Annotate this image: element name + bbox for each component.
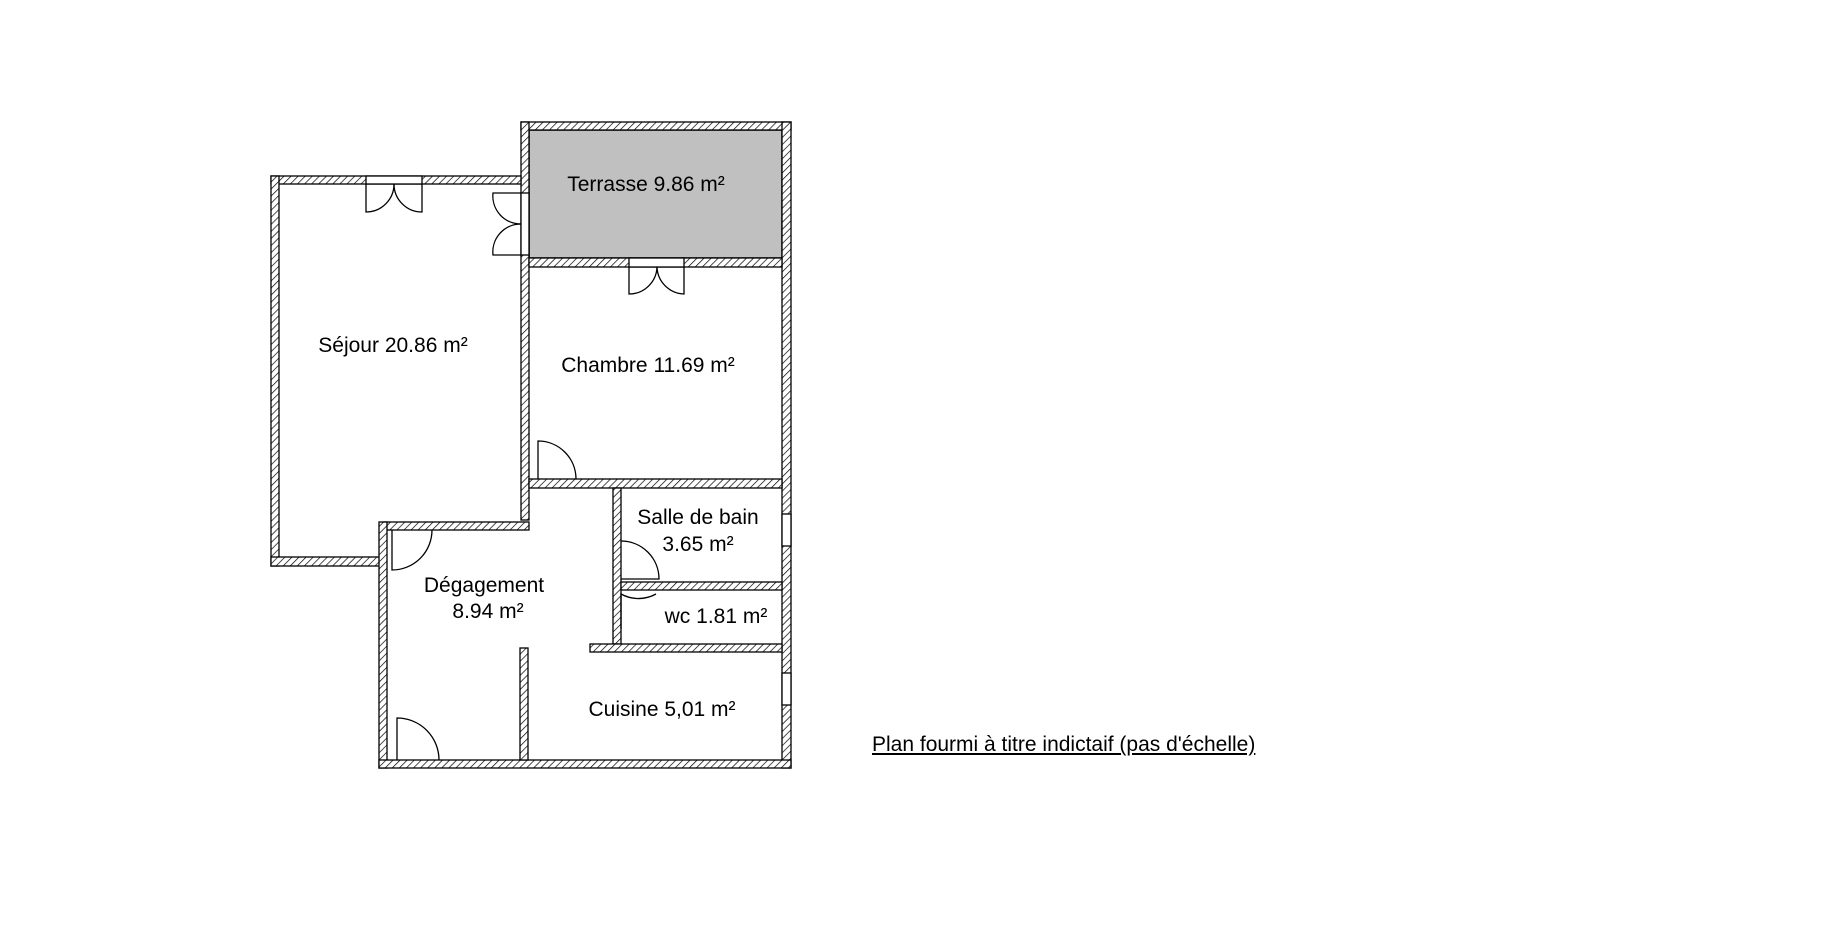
window: [520, 192, 530, 256]
room-label-degagement: Dégagement: [424, 574, 544, 597]
wall: [520, 121, 792, 131]
plan-caption: Plan fourmi à titre indictaif (pas d'éch…: [872, 733, 1256, 756]
wall: [378, 521, 388, 769]
windows: [365, 175, 792, 706]
door-swing: [620, 592, 657, 629]
wall: [612, 487, 622, 645]
wall: [519, 647, 529, 761]
door-swing: [537, 440, 577, 480]
room-label-wc: wc 1.81 m²: [664, 605, 768, 628]
room-label-sejour: Séjour 20.86 m²: [318, 334, 467, 357]
doors: [365, 183, 685, 761]
door-swing: [628, 266, 658, 295]
wall: [520, 121, 530, 521]
room-area-degagement: 8.94 m²: [452, 600, 523, 623]
window: [628, 257, 685, 268]
door-swing: [365, 183, 395, 213]
window: [365, 175, 423, 185]
wall: [781, 121, 792, 769]
room-label-terrasse: Terrasse 9.86 m²: [567, 173, 725, 196]
door-swing: [620, 540, 660, 580]
door-swing: [393, 183, 423, 213]
door-swing: [492, 223, 522, 256]
window: [781, 672, 792, 706]
door-swing: [492, 192, 522, 225]
window: [781, 513, 792, 547]
door-swing: [391, 529, 433, 571]
wall: [383, 521, 530, 531]
door-swing: [656, 266, 685, 295]
room-label-salle-de-bain: Salle de bain: [637, 506, 758, 529]
wall: [620, 581, 783, 591]
wall: [378, 759, 792, 769]
wall: [270, 175, 280, 567]
wall: [270, 556, 385, 567]
room-area-salle-de-bain: 3.65 m²: [662, 533, 733, 556]
wall: [528, 478, 783, 489]
terrace-area: [528, 129, 783, 259]
door-swing: [396, 717, 440, 761]
room-label-cuisine: Cuisine 5,01 m²: [588, 698, 735, 721]
wall: [589, 643, 783, 653]
room-label-chambre: Chambre 11.69 m²: [561, 354, 735, 377]
